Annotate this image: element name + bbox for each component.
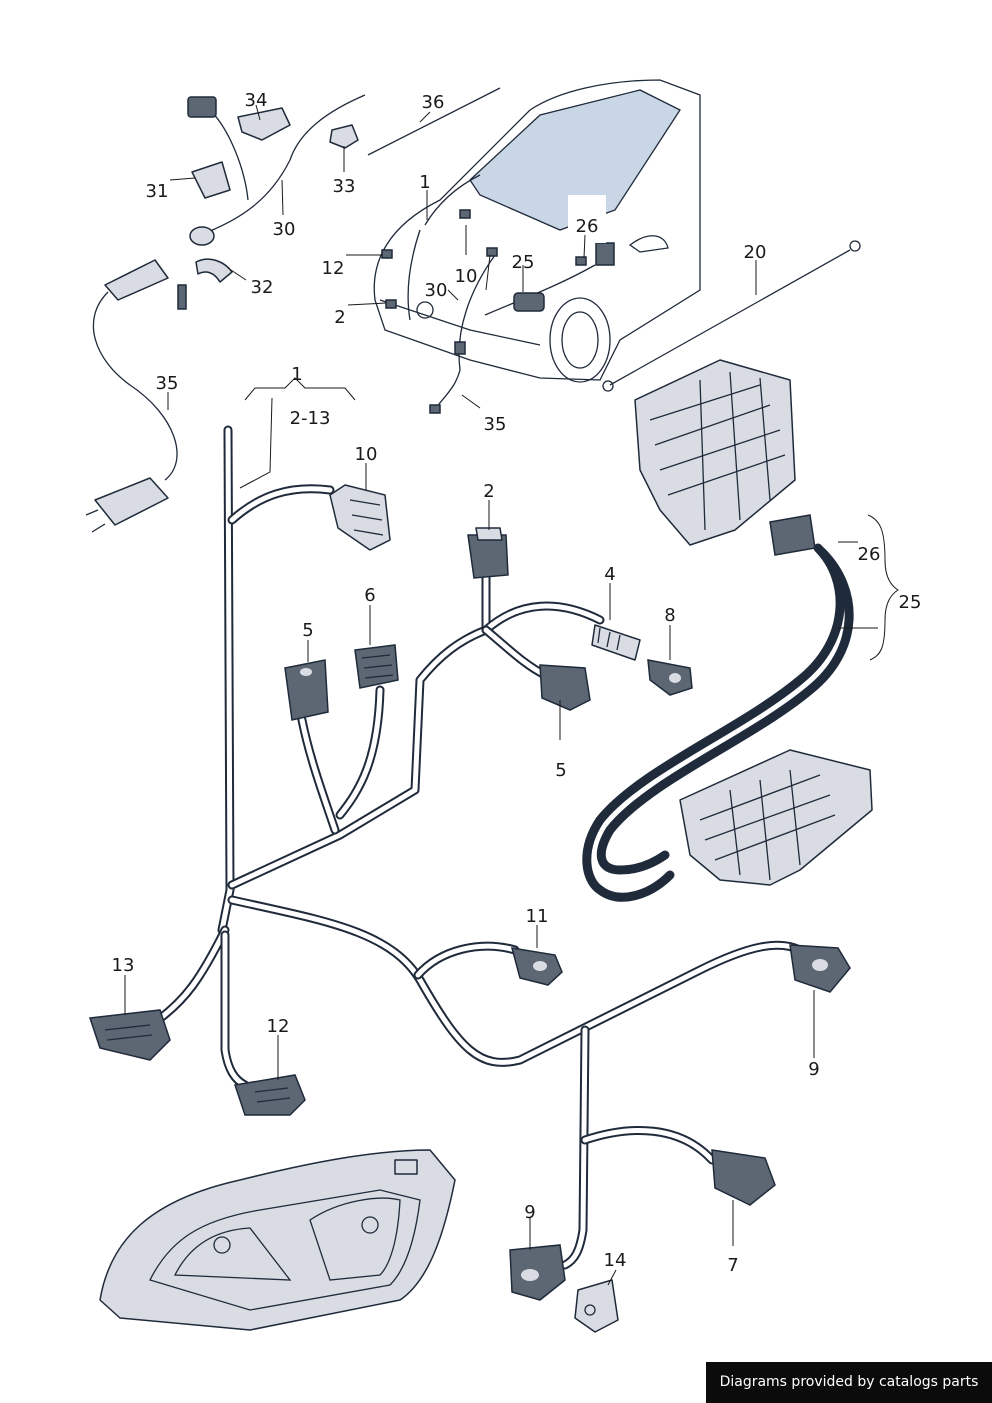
callout-26-top: 26 xyxy=(576,216,599,237)
clip-32-icon xyxy=(195,258,233,283)
callout-10-top: 10 xyxy=(455,266,478,287)
windshield-icon xyxy=(470,90,680,230)
callout-2-top: 2 xyxy=(334,307,345,328)
charging-cable-assembly xyxy=(85,87,501,533)
connector-9-right-icon xyxy=(789,944,851,993)
callout-labels: 1 2 10 12 20 25 26 30 30 31 32 33 34 35 … xyxy=(112,90,922,1276)
earth-strap-20 xyxy=(602,240,861,392)
callout-9-bottom: 9 xyxy=(524,1202,535,1223)
marker-12-icon xyxy=(381,249,393,259)
marker-26-icon xyxy=(575,256,587,266)
fuse-box-icon xyxy=(679,749,873,886)
wheel-icon xyxy=(549,297,611,383)
clip-31-icon xyxy=(191,161,231,199)
callout-33: 33 xyxy=(333,176,356,197)
marker-30-icon xyxy=(454,341,466,355)
callout-5-left: 5 xyxy=(302,620,313,641)
connector-13-icon xyxy=(88,1009,171,1061)
callout-32: 32 xyxy=(251,277,274,298)
grommet-30-icon xyxy=(189,226,215,246)
marker-10-icon xyxy=(486,247,498,257)
callout-2-13: 2-13 xyxy=(290,408,331,429)
connector-7-icon xyxy=(711,1149,776,1206)
grommet-4-icon xyxy=(591,624,641,661)
callout-12-top: 12 xyxy=(322,258,345,279)
callout-10: 10 xyxy=(355,444,378,465)
callout-31: 31 xyxy=(146,181,169,202)
connector-11-icon xyxy=(510,947,563,986)
callout-1-harness: 1 xyxy=(291,364,302,385)
callout-25: 25 xyxy=(899,592,922,613)
callout-2: 2 xyxy=(483,481,494,502)
connector-26-icon xyxy=(769,514,816,556)
connector-2-icon xyxy=(467,527,509,579)
connector-9-bottom-icon xyxy=(509,1244,566,1301)
callout-1-top: 1 xyxy=(419,172,430,193)
connector-8-icon xyxy=(647,659,693,696)
callout-30-top: 30 xyxy=(425,280,448,301)
vehicle-front-view xyxy=(373,79,701,414)
connector-5-right-icon xyxy=(539,664,591,711)
callout-5-right: 5 xyxy=(555,760,566,781)
bracket-34-icon xyxy=(237,107,291,141)
connector-12-icon xyxy=(234,1074,306,1116)
callout-6: 6 xyxy=(364,585,375,606)
callout-34: 34 xyxy=(245,90,268,111)
callout-26: 26 xyxy=(858,544,881,565)
callout-36: 36 xyxy=(422,92,445,113)
callout-35-left: 35 xyxy=(156,373,179,394)
connector-10-icon xyxy=(329,484,391,551)
cable-25-assembly xyxy=(582,514,854,902)
pin-icon xyxy=(177,284,187,310)
leader-lines xyxy=(124,104,899,1286)
callout-20: 20 xyxy=(744,242,767,263)
clip-33-icon xyxy=(329,124,359,149)
callout-30-left: 30 xyxy=(273,219,296,240)
bracket-14-icon xyxy=(574,1279,619,1333)
relay-carrier-icon xyxy=(634,359,796,546)
mirror-icon xyxy=(628,235,669,253)
credit-banner: Diagrams provided by catalogs parts xyxy=(706,1362,992,1403)
callout-4: 4 xyxy=(604,564,615,585)
callout-11: 11 xyxy=(526,906,549,927)
main-harness xyxy=(153,425,805,1270)
callout-8: 8 xyxy=(664,605,675,626)
marker-1-icon xyxy=(459,209,471,219)
headlamp-icon xyxy=(99,1149,456,1331)
small-plug-icon xyxy=(187,96,217,118)
mains-plug-icon xyxy=(94,477,169,526)
cable-sleeve-icon xyxy=(104,259,169,301)
marker-25-icon xyxy=(595,242,615,266)
callout-25-top: 25 xyxy=(512,252,535,273)
callout-14: 14 xyxy=(604,1250,627,1271)
charging-port-icon xyxy=(513,292,545,312)
marker-35-icon xyxy=(429,404,441,414)
badge-icon xyxy=(416,301,434,319)
callout-35-mid: 35 xyxy=(484,414,507,435)
callout-9-right: 9 xyxy=(808,1059,819,1080)
connector-6-icon xyxy=(354,644,399,689)
connector-5-left-icon xyxy=(284,659,329,721)
callout-12: 12 xyxy=(267,1016,290,1037)
marker-2-icon xyxy=(385,299,397,309)
callout-13: 13 xyxy=(112,955,135,976)
callout-7: 7 xyxy=(727,1255,738,1276)
